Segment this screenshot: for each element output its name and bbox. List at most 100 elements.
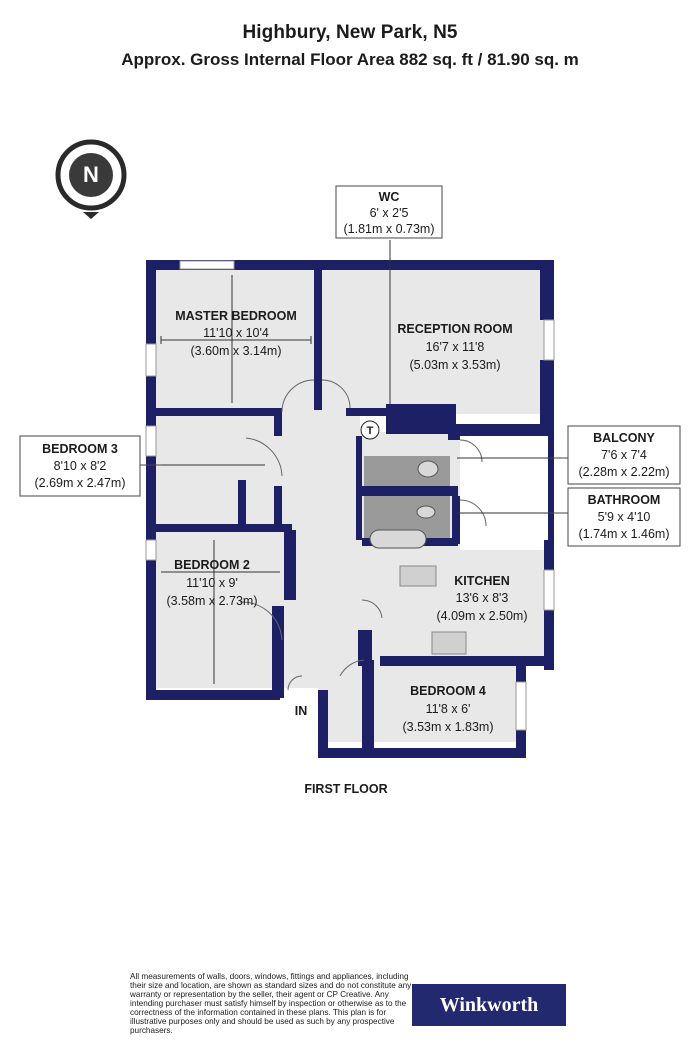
- floor-label: FIRST FLOOR: [304, 782, 387, 796]
- room-dims-imperial: 11'8 x 6': [426, 702, 471, 716]
- wall: [362, 660, 374, 758]
- door-swing: [321, 379, 351, 409]
- wall: [152, 408, 282, 416]
- window: [145, 539, 157, 561]
- wall: [460, 424, 554, 436]
- wall: [238, 480, 246, 526]
- property-title: Highbury, New Park, N5: [242, 22, 458, 43]
- wall: [544, 610, 554, 670]
- room-name: BATHROOM: [588, 493, 661, 507]
- room-reception: RECEPTION ROOM 16'7 x 11'8 (5.03m x 3.53…: [397, 322, 512, 372]
- room-dims-metric: (3.58m x 2.73m): [166, 594, 257, 608]
- window: [515, 681, 527, 731]
- room-dims-imperial: 8'10 x 8'2: [54, 459, 107, 473]
- room-dims-metric: (3.60m x 3.14m): [190, 344, 281, 358]
- toilet-icon: [417, 460, 439, 478]
- bathtub-icon: [369, 529, 427, 549]
- wall: [272, 606, 284, 698]
- door-swing: [281, 379, 315, 413]
- wall: [452, 496, 460, 544]
- room-name: RECEPTION ROOM: [397, 322, 512, 336]
- door-swing: [459, 499, 487, 527]
- winkworth-logo: Winkworth: [412, 984, 566, 1026]
- window: [179, 260, 235, 270]
- room-master-bedroom: MASTER BEDROOM 11'10 x 10'4 (3.60m x 3.1…: [175, 309, 297, 358]
- wall: [146, 620, 156, 700]
- room-name: BEDROOM 2: [174, 558, 250, 572]
- room-dims-imperial: 16'7 x 11'8: [426, 340, 485, 354]
- floor-area-subtitle: Approx. Gross Internal Floor Area 882 sq…: [121, 50, 579, 69]
- wall: [548, 430, 554, 550]
- svg-text:T: T: [367, 425, 374, 437]
- door-swing: [339, 659, 365, 677]
- room-dims-metric: (5.03m x 3.53m): [409, 358, 500, 372]
- door-swing: [287, 675, 303, 691]
- wall: [318, 690, 328, 758]
- room-dims-metric: (1.81m x 0.73m): [343, 222, 434, 236]
- bedroom3-callout: [19, 435, 141, 497]
- wall: [448, 424, 460, 440]
- windows: [145, 260, 555, 731]
- wall: [146, 560, 156, 620]
- wall: [368, 748, 526, 758]
- doors: [239, 379, 487, 691]
- wall: [318, 748, 368, 758]
- wall: [358, 630, 372, 666]
- balcony-area: [460, 438, 552, 550]
- room-bathroom: BATHROOM 5'9 x 4'10 (1.74m x 1.46m): [578, 493, 669, 541]
- door-swing: [245, 437, 283, 477]
- room-dims-imperial: 13'6 x 8'3: [456, 591, 509, 605]
- door-swing: [239, 601, 283, 641]
- wall: [152, 524, 292, 532]
- balcony-callout: [567, 425, 681, 485]
- wall: [346, 408, 386, 416]
- wall: [356, 436, 362, 540]
- basin-icon: [416, 505, 436, 519]
- wall: [516, 730, 526, 758]
- room-dims-imperial: 11'10 x 10'4: [203, 326, 269, 340]
- room-balcony: BALCONY 7'6 x 7'4 (2.28m x 2.22m): [578, 431, 669, 479]
- floor-upper: [152, 268, 548, 414]
- room-dims-imperial: 5'9 x 4'10: [598, 510, 651, 524]
- wall: [274, 486, 282, 526]
- dimension-ticks: [160, 240, 549, 684]
- window: [145, 425, 157, 457]
- kitchen-fixtures: [399, 565, 467, 655]
- window: [543, 569, 555, 611]
- room-dims-imperial: 7'6 x 7'4: [601, 448, 647, 462]
- wall: [146, 456, 156, 540]
- door-swing: [361, 599, 383, 619]
- wall: [540, 360, 554, 424]
- cupboard-marker: T: [360, 420, 380, 440]
- compass-letter: N: [83, 162, 99, 187]
- legal-disclaimer: All measurements of walls, doors, window…: [130, 972, 412, 1035]
- room-dims-metric: (1.74m x 1.46m): [578, 527, 669, 541]
- room-kitchen: KITCHEN 13'6 x 8'3 (4.09m x 2.50m): [436, 574, 527, 623]
- wall: [362, 486, 458, 496]
- bathroom-fixtures: [364, 456, 450, 549]
- wall: [516, 660, 526, 682]
- room-wc: WC 6' x 2'5 (1.81m x 0.73m): [343, 190, 434, 236]
- sink-icon: [399, 565, 437, 587]
- room-dims-metric: (2.28m x 2.22m): [578, 465, 669, 479]
- bathroom-callout: [567, 487, 681, 547]
- hob-icon: [431, 631, 467, 655]
- wall: [314, 270, 322, 410]
- wall: [146, 260, 156, 344]
- wc-callout: [335, 185, 443, 239]
- room-bedroom4: BEDROOM 4 11'8 x 6' (3.53m x 1.83m): [402, 684, 493, 734]
- door-swing: [459, 439, 483, 463]
- page-header: Highbury, New Park, N5 Approx. Gross Int…: [0, 22, 700, 70]
- room-dims-metric: (2.69m x 2.47m): [34, 476, 125, 490]
- room-name: BALCONY: [593, 431, 655, 445]
- room-name: BEDROOM 4: [410, 684, 486, 698]
- wall: [146, 376, 156, 426]
- room-bedroom3: BEDROOM 3 8'10 x 8'2 (2.69m x 2.47m): [34, 442, 125, 490]
- room-dims-metric: (4.09m x 2.50m): [436, 609, 527, 623]
- wall: [274, 416, 282, 436]
- wall: [540, 260, 554, 320]
- room-dims-imperial: 6' x 2'5: [370, 206, 409, 220]
- room-name: BEDROOM 3: [42, 442, 118, 456]
- room-dims-imperial: 11'10 x 9': [186, 576, 238, 590]
